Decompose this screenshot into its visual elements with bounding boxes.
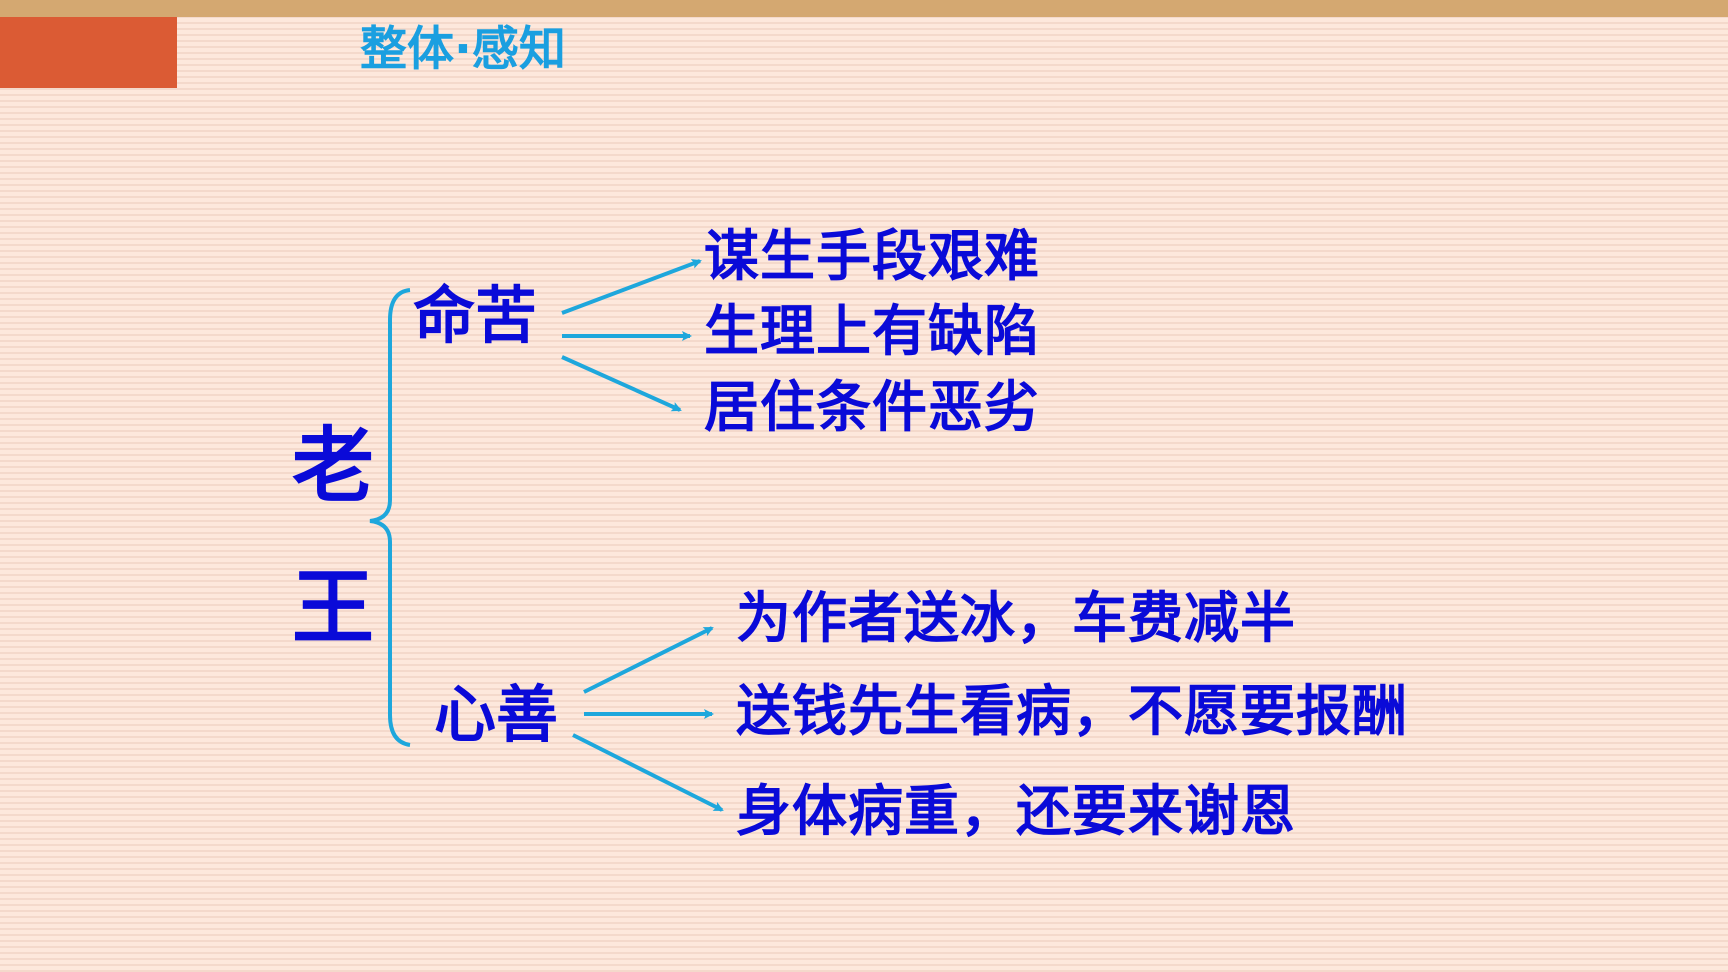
arrow-icon — [583, 626, 714, 694]
leaf-item: 送钱先生看病，不愿要报酬 — [736, 679, 1409, 743]
leaf-item: 居住条件恶劣 — [704, 375, 1041, 439]
leaf-item: 生理上有缺陷 — [704, 299, 1041, 363]
arrow-icon — [561, 355, 682, 412]
root-char-1: 老 — [292, 419, 375, 514]
branch-label-kindness: 心善 — [434, 678, 559, 751]
leaf-item: 为作者送冰，车费减半 — [736, 586, 1297, 650]
leaf-item: 身体病重，还要来谢恩 — [736, 779, 1297, 843]
branch-label-hardship: 命苦 — [413, 279, 538, 352]
arrow-icon — [572, 733, 724, 812]
top-accent-bar — [0, 0, 1728, 17]
leaf-item: 谋生手段艰难 — [704, 224, 1041, 288]
root-char-2: 王 — [292, 561, 375, 656]
corner-accent-block — [0, 17, 177, 88]
arrow-icon — [561, 259, 702, 315]
section-title: 整体·感知 — [360, 22, 566, 77]
curly-brace-icon — [369, 288, 411, 747]
